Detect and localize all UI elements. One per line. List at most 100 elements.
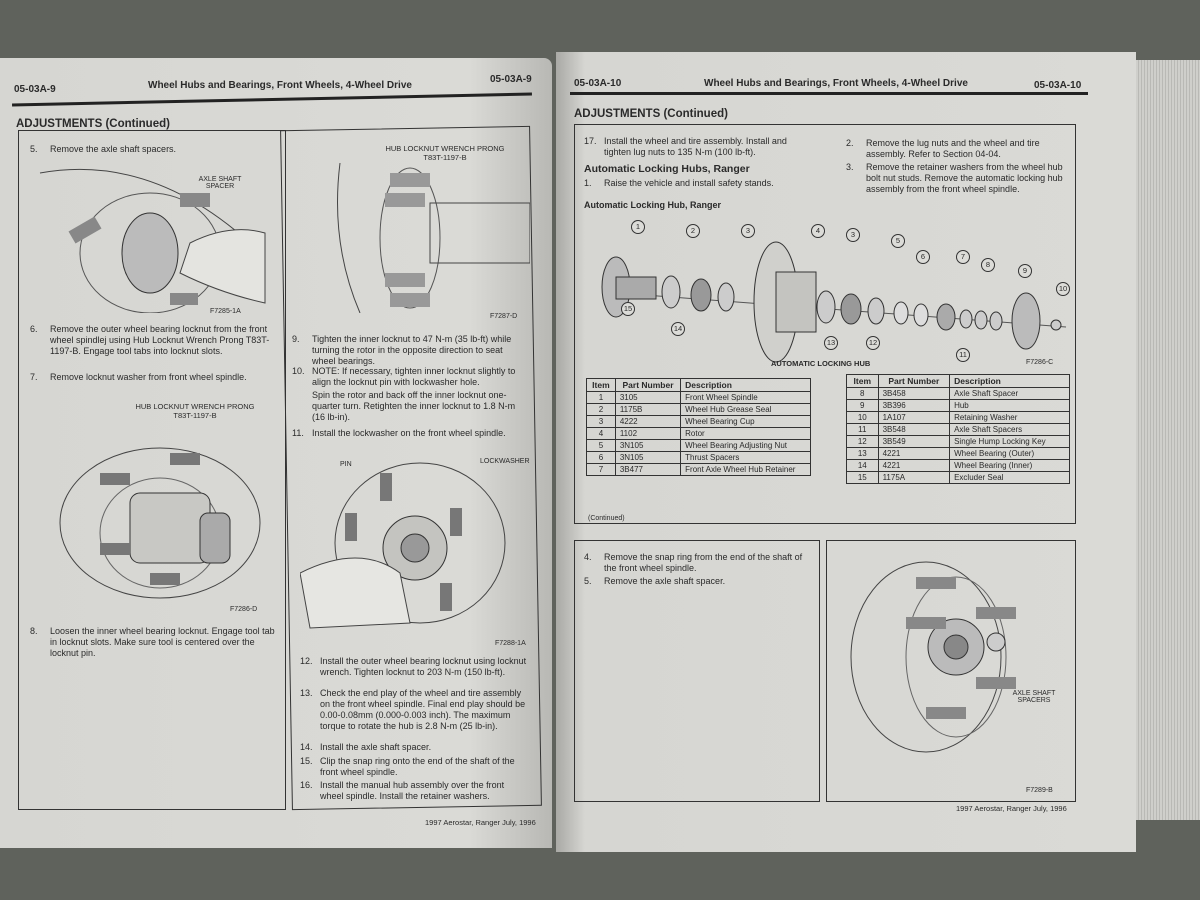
part-number-cell: 3B458	[877, 387, 951, 400]
description-cell: Excluder Seal	[949, 471, 1070, 484]
item-cell: 7	[586, 463, 616, 476]
description-cell: Front Wheel Spindle	[680, 391, 811, 404]
step-2: 2.Remove the lug nuts and the wheel and …	[846, 138, 1040, 159]
part-number-cell: 3N105	[614, 439, 682, 452]
callout-number: 7	[956, 250, 970, 264]
figure-label: AXLE SHAFT SPACERS	[1012, 690, 1056, 704]
description-cell: Wheel Bearing (Outer)	[949, 447, 1070, 460]
callout-number: 4	[811, 224, 825, 238]
description-cell: Thrust Spacers	[680, 451, 811, 464]
step-6: 6.Remove the outer wheel bearing locknut…	[30, 324, 270, 356]
part-number-cell: 3B548	[877, 423, 951, 436]
step-12: 12.Install the outer wheel bearing lockn…	[300, 656, 527, 677]
left-page: 05-03A-9 Wheel Hubs and Bearings, Front …	[0, 58, 552, 848]
step-3: 3.Remove the retainer washers from the w…	[846, 162, 1063, 194]
description-cell: Front Axle Wheel Hub Retainer	[680, 463, 811, 476]
part-number-cell: 3105	[614, 391, 682, 404]
figure-label: AXLE SHAFT SPACER	[198, 176, 242, 190]
item-cell: 3	[586, 415, 616, 428]
figure-label: LOCKWASHER	[480, 458, 530, 465]
section-title: ADJUSTMENTS (Continued)	[574, 108, 728, 120]
part-number-cell: 3B396	[877, 399, 951, 412]
right-page: 05-03A-10 Wheel Hubs and Bearings, Front…	[556, 52, 1136, 852]
figure-box	[826, 540, 1076, 802]
diagram-caption: AUTOMATIC LOCKING HUB	[771, 359, 871, 368]
step-5: 5.Remove the axle shaft spacers.	[30, 144, 177, 154]
description-cell: Wheel Bearing Adjusting Nut	[680, 439, 811, 452]
part-number-cell: 1175A	[877, 471, 951, 484]
figure-label: HUB LOCKNUT WRENCH PRONG T83T-1197-B	[385, 144, 505, 162]
item-cell: 2	[586, 403, 616, 416]
step-10-continued: Spin the rotor and back off the inner lo…	[312, 390, 516, 422]
item-cell: 9	[846, 399, 879, 412]
header-rule	[12, 92, 532, 107]
page-number: 05-03A-9	[490, 74, 532, 85]
subsection-title: Automatic Locking Hubs, Ranger	[584, 163, 750, 175]
item-cell: 15	[846, 471, 879, 484]
steps-box	[574, 540, 820, 802]
item-cell: 13	[846, 447, 879, 460]
wrench-prong-illustration	[59, 447, 261, 599]
item-cell: 14	[846, 459, 879, 472]
item-cell: 12	[846, 435, 879, 448]
part-number-cell: 1175B	[614, 403, 682, 416]
callout-number: 5	[891, 234, 905, 248]
description-cell: Retaining Washer	[949, 411, 1070, 424]
section-title: ADJUSTMENTS (Continued)	[16, 118, 170, 130]
step-8: 8.Loosen the inner wheel bearing locknut…	[30, 626, 275, 658]
page-number: 05-03A-10	[574, 78, 622, 89]
step-17: 17.Install the wheel and tire assembly. …	[584, 136, 787, 157]
callout-number: 3	[741, 224, 755, 238]
hub-wrench-illustration	[337, 163, 530, 313]
page-number: 05-03A-9	[14, 84, 56, 95]
item-cell: 10	[846, 411, 879, 424]
figure-code: F7286-D	[230, 606, 258, 613]
part-number-cell: 1102	[614, 427, 682, 440]
callout-number: 2	[686, 224, 700, 238]
figure-code: F7289-B	[1026, 787, 1053, 794]
part-number-cell: 3B549	[877, 435, 951, 448]
step-1: 1.Raise the vehicle and install safety s…	[584, 178, 774, 188]
page-number: 05-03A-10	[1034, 80, 1082, 91]
description-cell: Single Hump Locking Key	[949, 435, 1070, 448]
step-4: 4.Remove the snap ring from the end of t…	[584, 552, 803, 573]
page-stack-edge	[1130, 60, 1200, 820]
description-cell: Rotor	[680, 427, 811, 440]
description-cell: Axle Shaft Spacer	[949, 387, 1070, 400]
callout-number: 11	[956, 348, 970, 362]
page-footer: 1997 Aerostar, Ranger July, 1996	[956, 804, 1067, 813]
figure-label: HUB LOCKNUT WRENCH PRONG T83T-1197-B	[135, 402, 255, 420]
part-number-cell: 4222	[614, 415, 682, 428]
callout-number: 9	[1018, 264, 1032, 278]
callout-number: 10	[1056, 282, 1070, 296]
step-13: 13.Check the end play of the wheel and t…	[300, 688, 526, 731]
exploded-hub-diagram	[601, 241, 1067, 363]
callout-number: 3	[846, 228, 860, 242]
description-cell: Wheel Bearing (Inner)	[949, 459, 1070, 472]
part-number-cell: 3N105	[614, 451, 682, 464]
continued-note: (Continued)	[588, 515, 625, 522]
figure-code: F7285-1A	[210, 308, 241, 315]
item-cell: 11	[846, 423, 879, 436]
top-content-box	[574, 124, 1076, 524]
header-rule	[570, 92, 1088, 95]
description-cell: Hub	[949, 399, 1070, 412]
figure-code: F7288-1A	[495, 640, 526, 647]
callout-number: 8	[981, 258, 995, 272]
step-14: 14.Install the axle shaft spacer.	[300, 742, 432, 752]
description-cell: Wheel Hub Grease Seal	[680, 403, 811, 416]
step-5: 5.Remove the axle shaft spacer.	[584, 576, 726, 586]
step-9: 9.Tighten the inner locknut to 47 N-m (3…	[292, 334, 512, 366]
step-7: 7.Remove locknut washer from front wheel…	[30, 372, 247, 382]
axle-spacers-illustration	[850, 561, 1016, 753]
